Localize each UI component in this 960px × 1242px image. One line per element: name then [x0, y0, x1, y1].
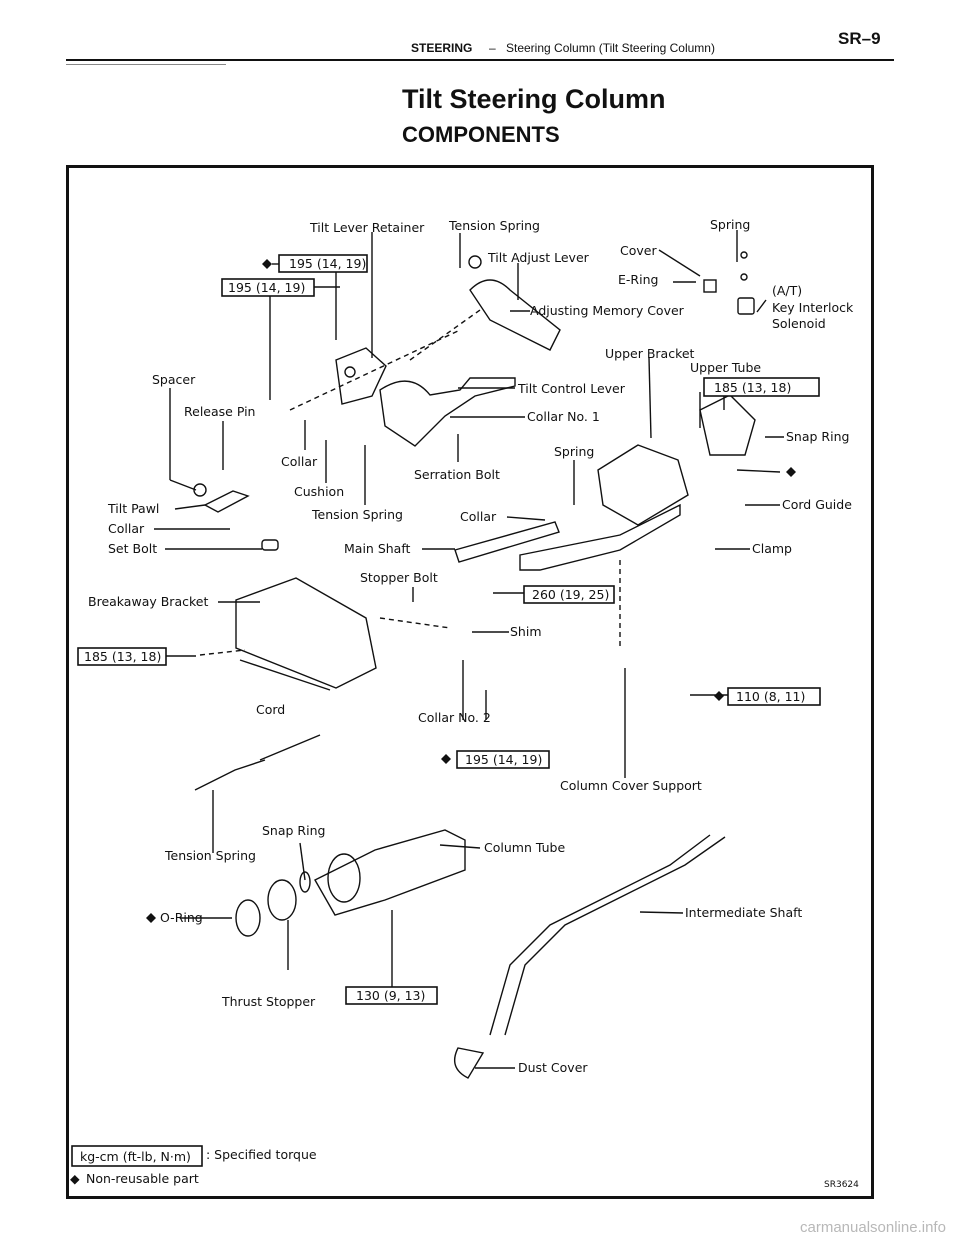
label-e-ring: E-Ring [618, 272, 658, 287]
header-dash: – [489, 41, 496, 55]
label-column-cover-support: Column Cover Support [560, 778, 702, 793]
header-subtitle: Steering Column (Tilt Steering Column) [506, 41, 715, 55]
label-release-pin: Release Pin [184, 404, 255, 419]
label-snap-ring-bottom: Snap Ring [262, 823, 325, 838]
label-tension-spring-bottom: Tension Spring [164, 848, 256, 863]
torque-8: 130 (9, 13) [356, 988, 425, 1003]
label-tilt-control-lever: Tilt Control Lever [517, 381, 626, 396]
label-spacer: Spacer [152, 372, 196, 387]
label-cushion: Cushion [294, 484, 344, 499]
label-key-interlock: Key Interlock [772, 300, 854, 315]
label-intermediate-shaft: Intermediate Shaft [685, 905, 802, 920]
diamond-mark [146, 913, 156, 923]
torque-box-6 [727, 687, 821, 706]
label-dust-cover: Dust Cover [518, 1060, 588, 1075]
label-adjusting-memory-cover: Adjusting Memory Cover [530, 303, 685, 318]
label-serration-bolt: Serration Bolt [414, 467, 500, 482]
label-tilt-lever-retainer: Tilt Lever Retainer [309, 220, 425, 235]
label-clamp: Clamp [752, 541, 792, 556]
label-thrust-stopper: Thrust Stopper [221, 994, 316, 1009]
legend-specified: : Specified torque [206, 1147, 317, 1162]
torque-3: 185 (13, 18) [714, 380, 791, 395]
label-tension-spring-top: Tension Spring [448, 218, 540, 233]
label-set-bolt: Set Bolt [108, 541, 157, 556]
label-at: (A/T) [772, 283, 802, 298]
torque-6: 110 (8, 11) [736, 689, 805, 704]
label-breakaway-bracket: Breakaway Bracket [88, 594, 208, 609]
figure-code: SR3624 [824, 1180, 859, 1190]
label-cord: Cord [256, 702, 285, 717]
legend-nonreusable: Non-reusable part [86, 1171, 199, 1186]
label-cord-guide: Cord Guide [782, 497, 852, 512]
legend-unit-box [71, 1145, 203, 1167]
label-upper-bracket: Upper Bracket [605, 346, 695, 361]
label-shim: Shim [510, 624, 542, 639]
legend-diamond: ◆ [70, 1171, 80, 1186]
label-upper-tube: Upper Tube [690, 360, 761, 375]
label-column-tube: Column Tube [484, 840, 565, 855]
label-collar-pawl: Collar [108, 521, 145, 536]
label-spring-mid: Spring [554, 444, 594, 459]
diagram-frame [66, 165, 874, 1199]
diamond-mark [441, 754, 451, 764]
torque-box-7 [456, 750, 550, 769]
header-rule [66, 59, 894, 61]
page-title: Tilt Steering Column [402, 84, 666, 114]
diamond-mark [262, 259, 272, 269]
header-section: STEERING [411, 41, 473, 55]
torque-box-3 [703, 377, 820, 397]
header-rule-faint [66, 64, 226, 65]
label-collar-no2: Collar No. 2 [418, 710, 491, 725]
page-code: SR–9 [838, 29, 881, 48]
label-collar-left: Collar [281, 454, 318, 469]
legend-unit: kg-cm (ft-lb, N·m) [80, 1149, 191, 1164]
page-subtitle: COMPONENTS [402, 122, 560, 147]
label-o-ring: O-Ring [160, 910, 203, 925]
label-collar-mid: Collar [460, 509, 497, 524]
torque-box-8 [345, 986, 438, 1005]
label-tilt-pawl: Tilt Pawl [107, 501, 159, 516]
label-stopper-bolt: Stopper Bolt [360, 570, 438, 585]
label-solenoid: Solenoid [772, 316, 826, 331]
torque-7: 195 (14, 19) [465, 752, 542, 767]
label-tilt-adjust-lever: Tilt Adjust Lever [487, 250, 590, 265]
watermark: carmanualsonline.info [800, 1219, 946, 1236]
label-main-shaft: Main Shaft [344, 541, 411, 556]
label-snap-ring-right: Snap Ring [786, 429, 849, 444]
label-collar-no1: Collar No. 1 [527, 409, 600, 424]
diamond-mark [786, 467, 796, 477]
torque-2: 195 (14, 19) [228, 280, 305, 295]
torque-1: 195 (14, 19) [289, 256, 366, 271]
torque-5: 185 (13, 18) [84, 649, 161, 664]
label-spring-top: Spring [710, 217, 750, 232]
diamond-mark [714, 691, 724, 701]
torque-box-4 [523, 585, 615, 604]
torque-4: 260 (19, 25) [532, 587, 609, 602]
label-tension-spring-mid: Tension Spring [311, 507, 403, 522]
label-cover: Cover [620, 243, 657, 258]
